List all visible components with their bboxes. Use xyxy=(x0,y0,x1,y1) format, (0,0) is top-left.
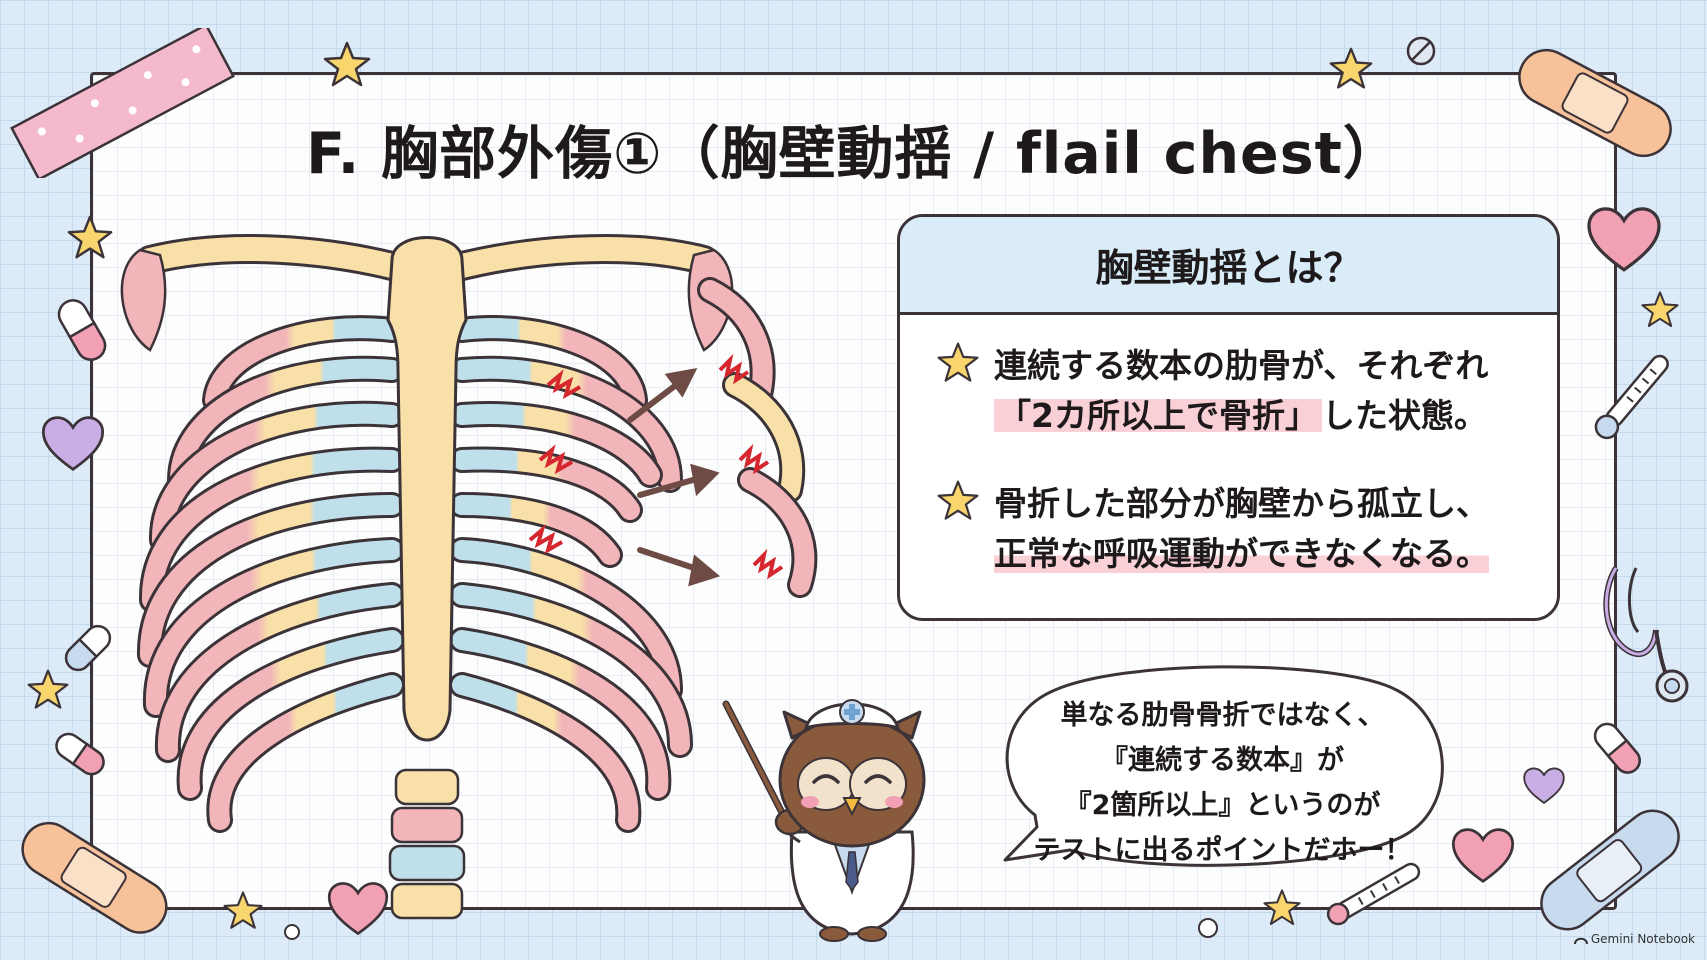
pill-icon xyxy=(57,299,107,361)
star-icon xyxy=(937,480,979,520)
sternum xyxy=(386,236,468,742)
info-point-1-line-2: した状態。 xyxy=(1321,396,1487,435)
bandage-icon xyxy=(1518,48,1672,158)
star-icon xyxy=(223,891,263,929)
heart-icon xyxy=(1451,828,1515,883)
thermometer-icon xyxy=(1326,862,1421,926)
star-icon xyxy=(27,669,69,709)
owl-doctor-icon xyxy=(722,699,926,942)
notebook-logo-icon xyxy=(1573,937,1588,945)
left-ribs xyxy=(136,315,405,833)
bandage-icon xyxy=(1540,809,1680,931)
rib-cage-illustration xyxy=(120,233,818,920)
info-point-2: 骨折した部分が胸壁から孤立し、 正常な呼吸運動ができなくなる。 xyxy=(936,479,1489,579)
star-icon xyxy=(67,215,113,259)
speech-line-4: テストに出るポイントだホー！ xyxy=(1033,835,1412,866)
flail-segment xyxy=(697,277,818,598)
info-point-2-line-1: 骨折した部分が胸壁から孤立し、 xyxy=(994,484,1489,523)
star-icon xyxy=(1641,291,1679,327)
page-title: F. 胸部外傷①（胸壁動揺 / flail chest） xyxy=(306,121,1401,187)
dot-icon xyxy=(1198,918,1218,938)
thermometer-icon xyxy=(1594,354,1669,440)
heart-icon xyxy=(1523,767,1565,804)
info-point-2-line-2: 正常な呼吸運動ができなくなる。 xyxy=(994,534,1489,573)
speech-line-3: 『2箇所以上』というのが xyxy=(1064,790,1381,821)
fracture-marks-segment xyxy=(718,353,784,580)
info-box: 胸壁動揺とは？ 連続する数本の肋骨が、それぞれ 「2カ所以上で骨折」した状態。 … xyxy=(897,214,1560,621)
star-icon xyxy=(937,342,979,382)
left-scapula xyxy=(120,248,167,352)
heart-icon xyxy=(1587,207,1661,272)
spine xyxy=(388,768,466,920)
speech-bubble-shape xyxy=(1003,665,1444,867)
star-icon xyxy=(323,41,371,87)
pill-icon xyxy=(1593,722,1641,774)
pill-icon xyxy=(64,624,112,672)
displacement-arrows xyxy=(627,367,721,587)
stethoscope-icon xyxy=(1603,566,1689,703)
heart-icon xyxy=(327,882,389,936)
star-icon xyxy=(1263,889,1301,925)
star-icon xyxy=(1329,47,1373,89)
pill-icon xyxy=(1406,36,1436,66)
speech-line-2: 『連続する数本』が xyxy=(1101,745,1344,776)
pill-icon xyxy=(55,732,105,776)
dot-icon xyxy=(284,924,300,940)
right-ribs xyxy=(449,315,693,833)
speech-line-1: 単なる肋骨骨折ではなく、 xyxy=(1060,700,1385,731)
info-box-heading: 胸壁動揺とは？ xyxy=(900,217,1557,315)
credit-text: Gemini Notebook xyxy=(1590,932,1695,946)
fracture-marks-left xyxy=(528,369,581,555)
bandage-icon xyxy=(21,821,168,934)
clavicles xyxy=(135,233,719,283)
info-point-1: 連続する数本の肋骨が、それぞれ 「2カ所以上で骨折」した状態。 xyxy=(936,341,1488,441)
speech-bubble: 単なる肋骨骨折ではなく、 『連続する数本』が 『2箇所以上』というのが テストに… xyxy=(975,655,1470,893)
credit: Gemini Notebook xyxy=(1573,932,1695,946)
heart-icon xyxy=(41,416,105,471)
info-point-1-line-1: 連続する数本の肋骨が、それぞれ xyxy=(994,346,1489,385)
info-point-1-highlight: 「2カ所以上で骨折」 xyxy=(994,396,1322,435)
washi-tape-icon xyxy=(10,28,235,178)
